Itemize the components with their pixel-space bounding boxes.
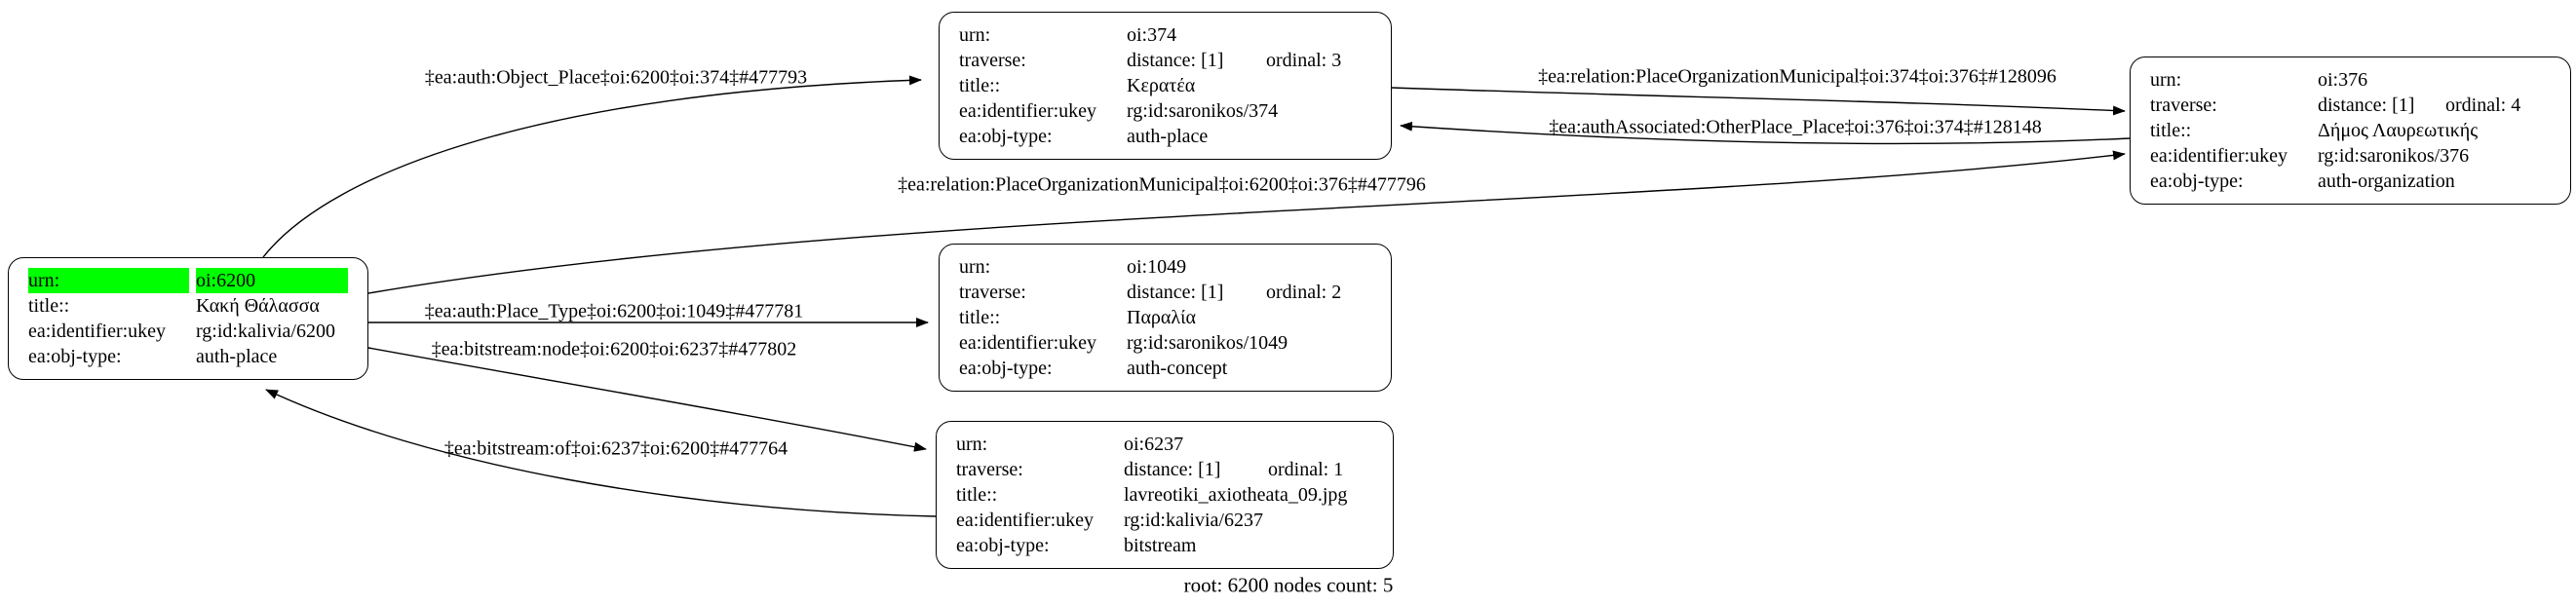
node-row: urn: oi:6200 — [9, 268, 367, 293]
node-row: title:: Κακή Θάλασσα — [9, 293, 367, 319]
node-oi-6237: urn: oi:6237 traverse: distance: [1] ord… — [936, 421, 1394, 569]
node-row: ea:identifier:ukey rg:id:saronikos/374 — [940, 98, 1391, 124]
row-value: rg:id:saronikos/1049 — [1127, 332, 1288, 354]
row-value: lavreotiki_axiotheata_09.jpg — [1124, 484, 1348, 506]
row-value: oi:1049 — [1127, 256, 1187, 278]
row-label: urn: — [28, 268, 189, 293]
row-label: title:: — [2150, 120, 2192, 141]
row-value: auth-organization — [2318, 170, 2455, 192]
row-label: urn: — [959, 256, 991, 278]
row-label: title:: — [959, 307, 1001, 328]
node-row: title:: Δήμος Λαυρεωτικής — [2131, 118, 2570, 143]
node-row: title:: lavreotiki_axiotheata_09.jpg — [937, 482, 1393, 508]
edge-label-auth-associated-other-place: ‡ea:authAssociated:OtherPlace_Place‡oi:3… — [1549, 116, 2042, 138]
row-value: rg:id:saronikos/374 — [1127, 100, 1279, 122]
edge-label-bitstream-of: ‡ea:bitstream:of‡oi:6237‡oi:6200‡#477764 — [443, 437, 788, 460]
row-label: ea:identifier:ukey — [2150, 145, 2288, 167]
node-oi-1049: urn: oi:1049 traverse: distance: [1] ord… — [939, 244, 1392, 392]
row-value: distance: [1] — [2318, 95, 2415, 116]
row-value: rg:id:kalivia/6200 — [196, 321, 335, 342]
node-row: ea:identifier:ukey rg:id:saronikos/376 — [2131, 143, 2570, 169]
node-row: urn: oi:1049 — [940, 254, 1391, 280]
row-label: ea:obj-type: — [959, 126, 1053, 147]
row-value: oi:6200 — [196, 268, 348, 293]
node-row: ea:obj-type: auth-place — [9, 344, 367, 369]
edge-auth-object-place-6200-374 — [262, 75, 922, 258]
row-label: ea:obj-type: — [2150, 170, 2244, 192]
row-label: ea:identifier:ukey — [959, 332, 1097, 354]
node-row: title:: Παραλία — [940, 305, 1391, 330]
row-ordinal: ordinal: 2 — [1266, 282, 1342, 303]
row-label: ea:obj-type: — [959, 358, 1053, 379]
edge-relation-municipal-374-376 — [1391, 87, 2126, 116]
node-row: ea:obj-type: bitstream — [937, 533, 1393, 558]
row-label: ea:identifier:ukey — [28, 321, 167, 342]
node-row: urn: oi:6237 — [937, 432, 1393, 457]
row-ordinal: ordinal: 1 — [1268, 459, 1344, 480]
edge-label-auth-place-type: ‡ea:auth:Place_Type‡oi:6200‡oi:1049‡#477… — [424, 300, 804, 322]
graph-caption: root: 6200 nodes count: 5 — [1183, 573, 1394, 597]
row-label: ea:obj-type: — [28, 346, 122, 367]
row-value: distance: [1] — [1124, 459, 1221, 480]
node-row: urn: oi:376 — [2131, 67, 2570, 93]
node-row: traverse: distance: [1] ordinal: 3 — [940, 48, 1391, 73]
row-label: urn: — [959, 24, 991, 46]
edge-auth-associated-376-374 — [1400, 121, 2131, 145]
row-label: ea:obj-type: — [956, 535, 1050, 556]
row-value: oi:6237 — [1124, 434, 1184, 455]
node-row: urn: oi:374 — [940, 22, 1391, 48]
node-oi-376: urn: oi:376 traverse: distance: [1] ordi… — [2130, 57, 2571, 205]
row-label: title:: — [956, 484, 998, 506]
row-value: auth-concept — [1127, 358, 1228, 379]
node-row: ea:obj-type: auth-place — [940, 124, 1391, 149]
row-value: Κακή Θάλασσα — [196, 295, 320, 317]
row-value: oi:374 — [1127, 24, 1177, 46]
row-value: distance: [1] — [1127, 282, 1224, 303]
row-label: traverse: — [2150, 95, 2217, 116]
edge-label-relation-municipal-6200-376: ‡ea:relation:PlaceOrganizationMunicipal‡… — [898, 173, 1426, 196]
row-value: auth-place — [1127, 126, 1209, 147]
edge-bitstream-of-6237-6200 — [265, 389, 937, 517]
row-value: rg:id:saronikos/376 — [2318, 145, 2470, 167]
node-oi-374: urn: oi:374 traverse: distance: [1] ordi… — [939, 12, 1392, 160]
row-label: urn: — [956, 434, 988, 455]
row-value: Κερατέα — [1127, 75, 1196, 96]
row-value: auth-place — [196, 346, 278, 367]
node-row: traverse: distance: [1] ordinal: 2 — [940, 280, 1391, 305]
row-label: traverse: — [959, 282, 1026, 303]
node-row: ea:identifier:ukey rg:id:kalivia/6200 — [9, 319, 367, 344]
row-value: bitstream — [1124, 535, 1197, 556]
row-ordinal: ordinal: 4 — [2445, 95, 2521, 116]
edge-bitstream-node-6200-6237 — [367, 347, 927, 452]
row-label: title:: — [28, 295, 70, 317]
node-row: ea:obj-type: auth-concept — [940, 356, 1391, 381]
row-label: urn: — [2150, 69, 2182, 91]
row-label: traverse: — [959, 50, 1026, 71]
row-label: ea:identifier:ukey — [956, 510, 1095, 531]
node-oi-6200: urn: oi:6200 title:: Κακή Θάλασσα ea:ide… — [8, 257, 368, 380]
edge-label-relation-municipal-374-376: ‡ea:relation:PlaceOrganizationMunicipal‡… — [1538, 65, 2057, 88]
row-value: distance: [1] — [1127, 50, 1224, 71]
node-row: title:: Κερατέα — [940, 73, 1391, 98]
row-value: oi:376 — [2318, 69, 2368, 91]
node-row: ea:identifier:ukey rg:id:saronikos/1049 — [940, 330, 1391, 356]
edge-label-auth-object-place: ‡ea:auth:Object_Place‡oi:6200‡oi:374‡#47… — [424, 66, 808, 89]
row-label: traverse: — [956, 459, 1023, 480]
row-value: rg:id:kalivia/6237 — [1124, 510, 1263, 531]
row-label: ea:identifier:ukey — [959, 100, 1097, 122]
row-ordinal: ordinal: 3 — [1266, 50, 1342, 71]
row-value: Δήμος Λαυρεωτικής — [2318, 120, 2479, 141]
row-value: Παραλία — [1127, 307, 1196, 328]
node-row: traverse: distance: [1] ordinal: 4 — [2131, 93, 2570, 118]
edge-label-bitstream-node: ‡ea:bitstream:node‡oi:6200‡oi:6237‡#4778… — [431, 338, 797, 360]
node-row: traverse: distance: [1] ordinal: 1 — [937, 457, 1393, 482]
node-row: ea:obj-type: auth-organization — [2131, 169, 2570, 194]
row-label: title:: — [959, 75, 1001, 96]
edge-relation-municipal-6200-376 — [367, 150, 2126, 294]
node-row: ea:identifier:ukey rg:id:kalivia/6237 — [937, 508, 1393, 533]
